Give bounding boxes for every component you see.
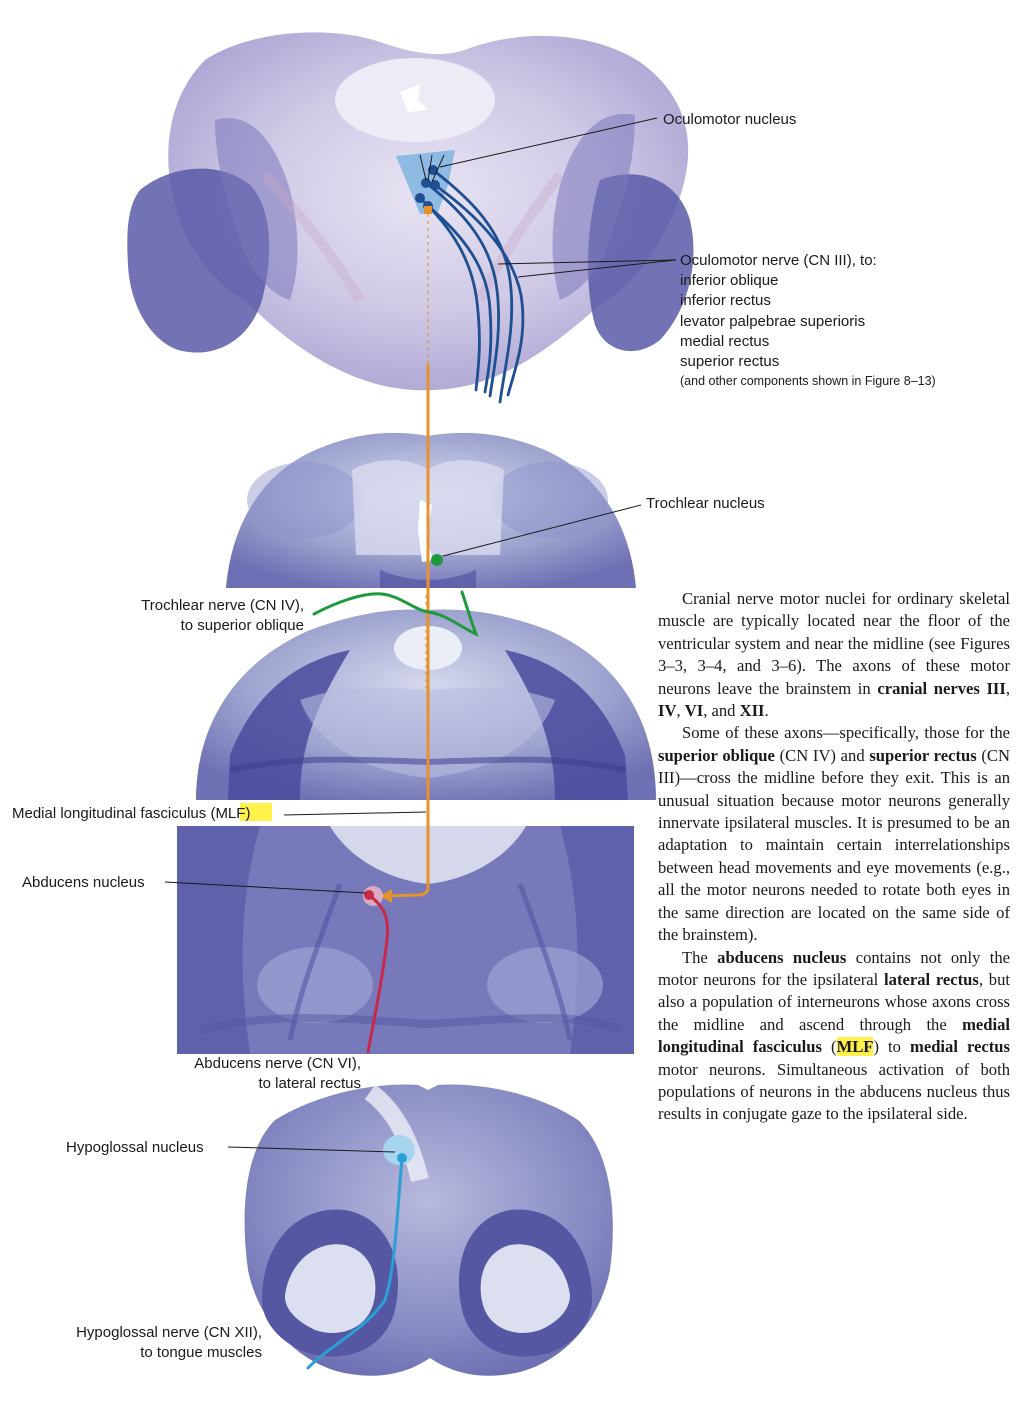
mlf-label-highlight — [240, 803, 272, 821]
oculomotor-axons — [418, 168, 525, 404]
label-abducens-nerve-target: to lateral rectus — [258, 1075, 361, 1092]
label-oculomotor-target-1: inferior oblique — [680, 272, 778, 289]
oculomotor-pathway — [396, 150, 525, 404]
label-oculomotor-target-5: superior rectus — [680, 353, 779, 370]
hypoglossal-pathway — [306, 1135, 415, 1370]
label-oculomotor-nerve: Oculomotor nerve (CN III), to: — [680, 252, 877, 269]
label-trochlear-nerve-target: to superior oblique — [181, 617, 304, 634]
label-oculomotor-target-4: medial rectus — [680, 333, 769, 350]
label-abducens-nucleus: Abducens nucleus — [22, 874, 145, 891]
label-trochlear-nucleus: Trochlear nucleus — [646, 495, 765, 512]
label-oculomotor-target-2: inferior rectus — [680, 292, 771, 309]
hypoglossal-nucleus-cell — [397, 1153, 407, 1163]
upper-pons-section-image — [226, 432, 636, 588]
abducens-pathway — [363, 886, 390, 1054]
lower-pons-section-image — [177, 826, 634, 1054]
leader-lines — [164, 117, 677, 1153]
paragraph-1: Cranial nerve motor nuclei for ordinary … — [658, 589, 1010, 721]
body-text: Cranial nerve motor nuclei for ordinary … — [658, 588, 1010, 1126]
label-oculomotor-target-3: levator palpebrae superioris — [680, 313, 865, 330]
oculomotor-nucleus-ticks — [419, 154, 445, 183]
paragraph-3: The abducens nucleus contains not only t… — [658, 947, 1010, 1124]
label-trochlear-nerve: Trochlear nerve (CN IV), — [141, 597, 304, 614]
paragraph-2: Some of these axons—specifically, those … — [658, 723, 1010, 945]
label-hypoglossal-nerve-target: to tongue muscles — [140, 1344, 262, 1361]
midbrain-section-image — [127, 32, 694, 391]
label-abducens-nerve: Abducens nerve (CN VI), — [194, 1055, 361, 1072]
label-oculomotor-nucleus: Oculomotor nucleus — [663, 111, 796, 128]
hypoglossal-nucleus-region — [383, 1135, 415, 1165]
label-hypoglossal-nerve: Hypoglossal nerve (CN XII), — [76, 1324, 262, 1341]
trochlear-nucleus-cell — [431, 554, 443, 566]
pons-section-image — [196, 609, 656, 800]
label-mlf: Medial longitudinal fasciculus (MLF) — [12, 805, 250, 822]
trochlear-pathway — [312, 554, 479, 637]
medulla-section-image — [244, 1084, 613, 1376]
mlf-highlight: MLF — [836, 1037, 874, 1057]
label-hypoglossal-nucleus: Hypoglossal nucleus — [66, 1139, 204, 1156]
abducens-nucleus-cell — [364, 890, 374, 900]
label-oculomotor-note: (and other components shown in Figure 8–… — [680, 374, 936, 388]
